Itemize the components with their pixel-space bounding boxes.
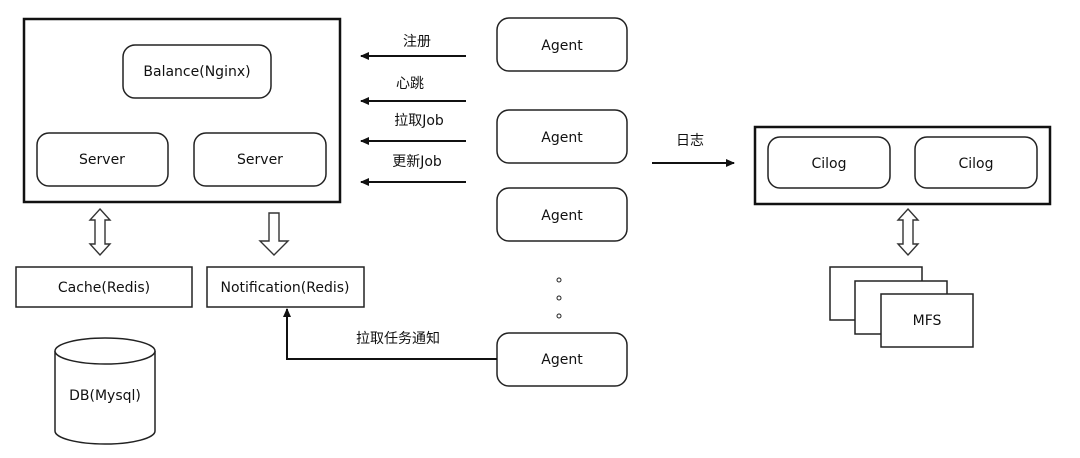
balance-node: Balance(Nginx) — [122, 44, 272, 99]
server-node-right: Server — [193, 132, 327, 187]
agent-node-3: Agent — [496, 187, 628, 242]
log-label: 日志 — [676, 133, 704, 149]
cilog-node-left: Cilog — [767, 136, 891, 189]
heartbeat-label: 心跳 — [396, 76, 424, 92]
mfs-label: MFS — [913, 313, 942, 329]
agent-node-1: Agent — [496, 17, 628, 72]
register-label: 注册 — [403, 34, 431, 50]
pull-task-notify-arrow — [283, 308, 497, 360]
agent-label-3: Agent — [541, 208, 583, 224]
pull-job-label: 拉取Job — [394, 113, 444, 129]
cilog-label-right: Cilog — [958, 156, 993, 172]
server-node-left: Server — [36, 132, 169, 187]
cache-label: Cache(Redis) — [58, 280, 150, 296]
notification-down-arrow — [258, 212, 290, 256]
pull-task-notify-label: 拉取任务通知 — [356, 330, 440, 347]
notification-node: Notification(Redis) — [206, 266, 365, 308]
cilog-label-left: Cilog — [811, 156, 846, 172]
ellipsis-dots — [556, 277, 562, 319]
agent-node-2: Agent — [496, 109, 628, 164]
update-job-label: 更新Job — [392, 154, 442, 170]
agent-label-4: Agent — [541, 352, 583, 368]
agent-label-1: Agent — [541, 38, 583, 54]
server-label-left: Server — [79, 152, 125, 168]
server-label-right: Server — [237, 152, 283, 168]
cilog-node-right: Cilog — [914, 136, 1038, 189]
cache-bidirectional-arrow — [88, 207, 112, 257]
agent-label-2: Agent — [541, 130, 583, 146]
cache-node: Cache(Redis) — [15, 266, 193, 308]
db-cylinder: DB(Mysql) — [54, 337, 156, 445]
notification-label: Notification(Redis) — [220, 280, 349, 296]
agent-node-4: Agent — [496, 332, 628, 387]
mfs-bidirectional-arrow — [896, 207, 920, 257]
mfs-stack: MFS — [829, 266, 974, 348]
balance-label: Balance(Nginx) — [143, 64, 250, 80]
db-label: DB(Mysql) — [69, 388, 141, 404]
